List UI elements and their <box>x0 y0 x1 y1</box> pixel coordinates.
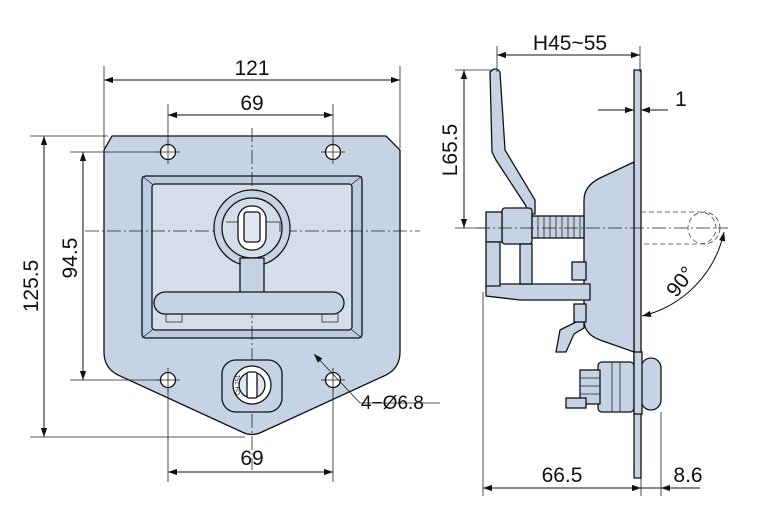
dim-125-5: 125.5 <box>20 260 43 313</box>
dim-1: 1 <box>675 88 687 111</box>
dimension-plate-thickness: 1 <box>598 88 687 114</box>
side-handle-arm <box>489 68 536 215</box>
side-bracket <box>485 283 591 301</box>
dim-66-5: 66.5 <box>542 464 583 487</box>
dim-l65-5: L65.5 <box>439 124 462 177</box>
dim-69-top: 69 <box>240 92 263 115</box>
side-recess-body <box>583 160 635 353</box>
key-lock: CH 751 <box>221 359 283 413</box>
dimension-rotation-angle: 90° <box>641 231 726 317</box>
dimension-height-overall: 125.5 <box>20 135 245 438</box>
hole-note: 4−Ø6.8 <box>313 353 440 414</box>
side-plate <box>633 69 642 479</box>
side-key-cylinder <box>565 351 662 415</box>
front-view: CH 751 121 69 69 125.5 <box>20 57 440 482</box>
dim-94-5: 94.5 <box>59 238 82 279</box>
dimension-hole-spacing-bottom: 69 <box>167 388 334 482</box>
dim-69-bottom: 69 <box>240 447 263 470</box>
dimension-handle-offset: H45~55 <box>496 32 641 72</box>
t-handle <box>153 189 345 323</box>
lock-mark: CH 751 <box>236 374 242 395</box>
dim-h45-55: H45~55 <box>533 32 607 55</box>
mounting-hole-top-left <box>156 140 180 164</box>
dim-8-6: 8.6 <box>673 464 702 487</box>
dimension-handle-length: L65.5 <box>439 69 492 229</box>
dimension-height-recess: 94.5 <box>59 151 160 381</box>
dimension-hole-spacing-top: 69 <box>167 92 334 144</box>
dimension-width-overall: 121 <box>103 57 401 148</box>
dimension-body-depth: 66.5 <box>482 292 642 496</box>
hole-note-text: 4−Ø6.8 <box>361 393 424 414</box>
mounting-hole-top-right <box>321 140 345 164</box>
side-view: H45~55 1 L65.5 90° 66.5 <box>439 32 728 496</box>
dimension-cylinder-depth: 8.6 <box>641 412 703 496</box>
dim-90-degrees: 90° <box>662 262 700 301</box>
mounting-hole-bottom-right <box>321 368 345 392</box>
dim-121: 121 <box>234 57 269 80</box>
